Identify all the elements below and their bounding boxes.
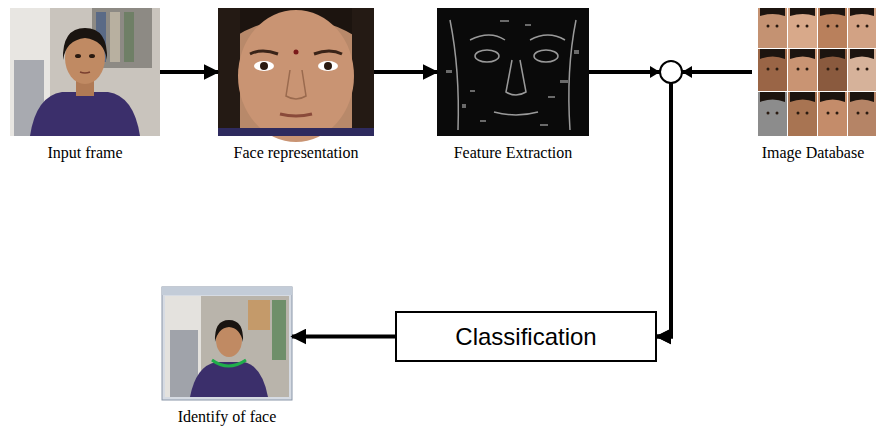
image-node: Face representation <box>218 8 374 162</box>
identified-face-window <box>162 287 292 400</box>
input-frame-photo <box>10 8 160 136</box>
flow-arrow <box>657 72 752 337</box>
image-caption: Input frame <box>10 144 160 162</box>
feature-map-image <box>437 8 589 136</box>
summing-junction <box>660 61 682 83</box>
flow-arrow <box>160 70 218 74</box>
box-label: Classification <box>455 323 596 351</box>
image-node: Feature Extraction <box>437 8 589 162</box>
junction-arrowhead <box>682 66 692 78</box>
image-caption: Feature Extraction <box>437 144 589 162</box>
image-caption: Face representation <box>218 144 374 162</box>
image-node: Image Database <box>752 8 874 162</box>
flow-arrow <box>589 72 671 337</box>
flow-arrow <box>292 335 395 339</box>
flow-arrow <box>374 70 437 74</box>
face-crop-photo <box>218 8 374 142</box>
image-caption: Identify of face <box>162 408 292 426</box>
process-box: Classification <box>395 311 657 362</box>
image-node: Input frame <box>10 8 160 162</box>
face-database-grid <box>758 8 876 136</box>
image-caption: Image Database <box>752 144 874 162</box>
image-node: Identify of face <box>162 287 292 426</box>
junction-arrowhead <box>650 66 660 78</box>
